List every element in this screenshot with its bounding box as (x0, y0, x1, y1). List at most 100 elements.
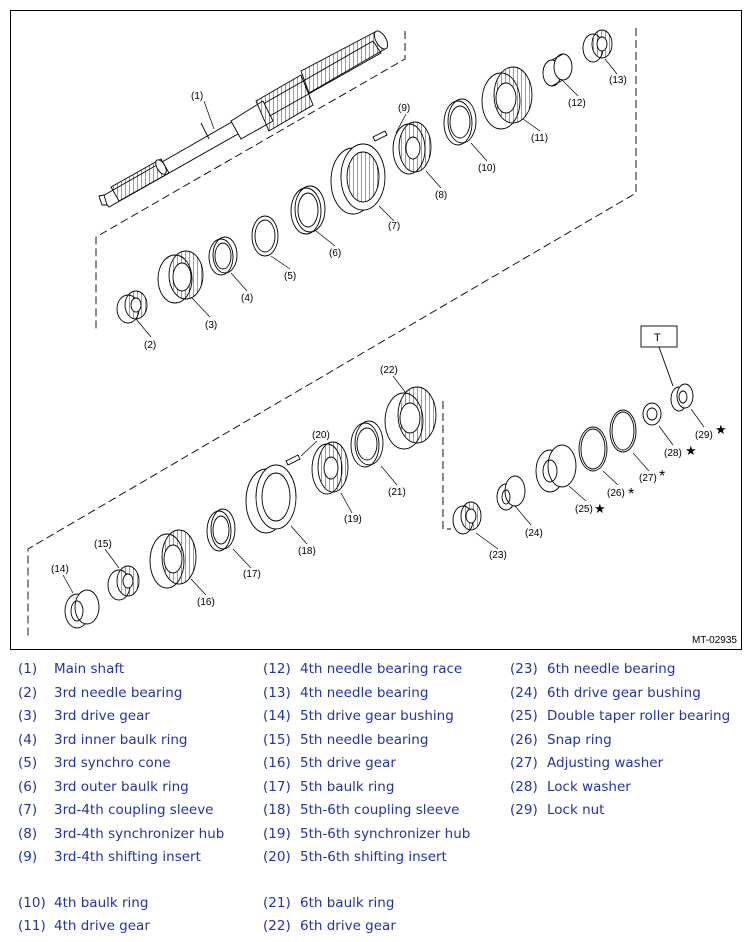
legend-item: (11)4th drive gear (18, 916, 150, 936)
3rd-needle-bearing (116, 290, 148, 324)
legend-part-name: 4th needle bearing (300, 685, 429, 701)
callout-2: (2) (144, 340, 156, 351)
star-mark-25: ★ (594, 501, 606, 516)
legend-part-name: Lock nut (547, 802, 605, 818)
legend-item: (14)5th drive gear bushing (263, 706, 454, 726)
legend-part-name: 3rd needle bearing (54, 685, 183, 701)
callout-5: (5) (284, 271, 296, 282)
legend-item: (3)3rd drive gear (18, 706, 150, 726)
legend-number: (19) (263, 826, 291, 842)
legend-part-name: Main shaft (54, 661, 125, 677)
callout-8: (8) (435, 190, 447, 201)
legend-part-name: 4th needle bearing race (300, 661, 463, 677)
callouts: (1) (2) (3) (4) (5) (6) (7) (8) (9) (10)… (51, 75, 713, 608)
legend-number: (15) (263, 732, 291, 748)
callout-21: (21) (388, 487, 406, 498)
legend-part-name: 4th drive gear (54, 918, 150, 934)
snap-ring (578, 426, 608, 472)
legend-item: (21)6th baulk ring (263, 893, 394, 913)
legend-number: (9) (18, 849, 38, 865)
callout-19: (19) (344, 514, 362, 525)
legend-part-name: 5th-6th coupling sleeve (300, 802, 460, 818)
figure-code: MT-02935 (691, 635, 737, 646)
legend-part-name: 5th-6th synchronizer hub (300, 826, 471, 842)
legend-part-name: 3rd inner baulk ring (54, 732, 188, 748)
legend-part-name: 3rd synchro cone (54, 755, 171, 771)
legend-item: (9)3rd-4th shifting insert (18, 847, 201, 867)
section-dashed-lines (27, 28, 637, 636)
legend-item: (1)Main shaft (18, 659, 124, 679)
legend-part-name: 3rd-4th synchronizer hub (54, 826, 225, 842)
5th-drive-gear-bushing (64, 589, 100, 629)
legend-part-name: 5th drive gear (300, 755, 396, 771)
legend-item: (5) 3rd synchro cone (18, 753, 171, 773)
legend-number: (12) (263, 661, 291, 677)
legend-part-name: 3rd-4th coupling sleeve (54, 802, 214, 818)
legend-number: (6) (18, 779, 38, 795)
legend-item: (13)4th needle bearing (263, 683, 428, 703)
5th-baulk-ring (206, 508, 236, 552)
legend-item: (15) 5th needle bearing (263, 730, 428, 750)
callout-20: (20) (312, 430, 330, 441)
legend-part-name: 5th baulk ring (300, 779, 395, 795)
callout-18: (18) (298, 546, 316, 557)
callout-9: (9) (398, 103, 410, 114)
legend-item: (25) Double taper roller bearing (510, 706, 730, 726)
callout-25: (25) (575, 504, 593, 515)
callout-22: (22) (380, 365, 398, 376)
6th-needle-bearing (452, 501, 482, 535)
legend-item: (16)5th drive gear (263, 753, 396, 773)
callout-15: (15) (94, 539, 112, 550)
6th-drive-gear (384, 386, 437, 450)
legend-item: (29) Lock nut (510, 800, 604, 820)
4th-drive-gear (481, 66, 533, 130)
legend-number: (28) (510, 779, 538, 795)
leader-lines (62, 58, 705, 596)
adjusting-washer (609, 409, 637, 453)
callout-1: (1) (191, 91, 203, 102)
legend-part-name: 5th-6th shifting insert (300, 849, 447, 865)
tool-t-label: T (654, 332, 661, 344)
exploded-view-diagram: (1) (2) (3) (4) (5) (6) (7) (8) (9) (10)… (10, 10, 742, 650)
legend-number: (23) (510, 661, 538, 677)
legend-item: (18)5th-6th coupling sleeve (263, 800, 459, 820)
legend-part-name: 4th baulk ring (54, 895, 149, 911)
legend-part-name: 6th drive gear bushing (547, 685, 701, 701)
legend-number: (25) (510, 708, 538, 724)
legend-item: (26)Snap ring (510, 730, 612, 750)
6th-drive-gear-bushing (496, 475, 526, 511)
legend-item: (27)Adjusting washer (510, 753, 663, 773)
callout-29: (29) (695, 430, 713, 441)
legend-item: (20)5th-6th shifting insert (263, 847, 447, 867)
legend-part-name: 6th drive gear (300, 918, 396, 934)
5th-drive-gear (149, 529, 197, 589)
legend-item: (4)3rd inner baulk ring (18, 730, 187, 750)
legend-number: (26) (510, 732, 538, 748)
legend-item: (10)4th baulk ring (18, 893, 148, 913)
callout-24: (24) (525, 528, 543, 539)
5th-6th-synchronizer-hub (311, 441, 349, 495)
callout-4: (4) (241, 293, 253, 304)
lock-washer (642, 402, 662, 426)
tool-t-leader (658, 346, 674, 387)
3rd-4th-synchronizer-hub (392, 121, 432, 175)
asterisk-mark-26: * (628, 486, 634, 503)
legend-part-name: 5th needle bearing (300, 732, 429, 748)
legend-part-name: 6th needle bearing (547, 661, 676, 677)
legend-item: (17)5th baulk ring (263, 777, 394, 797)
legend-item: (22)6th drive gear (263, 916, 396, 936)
legend-part-name: Double taper roller bearing (547, 708, 731, 724)
callout-23: (23) (489, 550, 507, 561)
legend-number: (5) (18, 755, 38, 771)
callout-12: (12) (568, 98, 586, 109)
legend-number: (24) (510, 685, 538, 701)
legend-number: (29) (510, 802, 538, 818)
callout-7: (7) (388, 221, 400, 232)
4th-needle-bearing-race (542, 53, 573, 87)
3rd-inner-baulk-ring (208, 236, 238, 276)
legend-part-name: Adjusting washer (547, 755, 664, 771)
callout-16: (16) (197, 597, 215, 608)
legend-number: (7) (18, 802, 38, 818)
star-mark-29: ★ (715, 422, 727, 437)
5th-6th-shifting-insert (285, 454, 301, 466)
